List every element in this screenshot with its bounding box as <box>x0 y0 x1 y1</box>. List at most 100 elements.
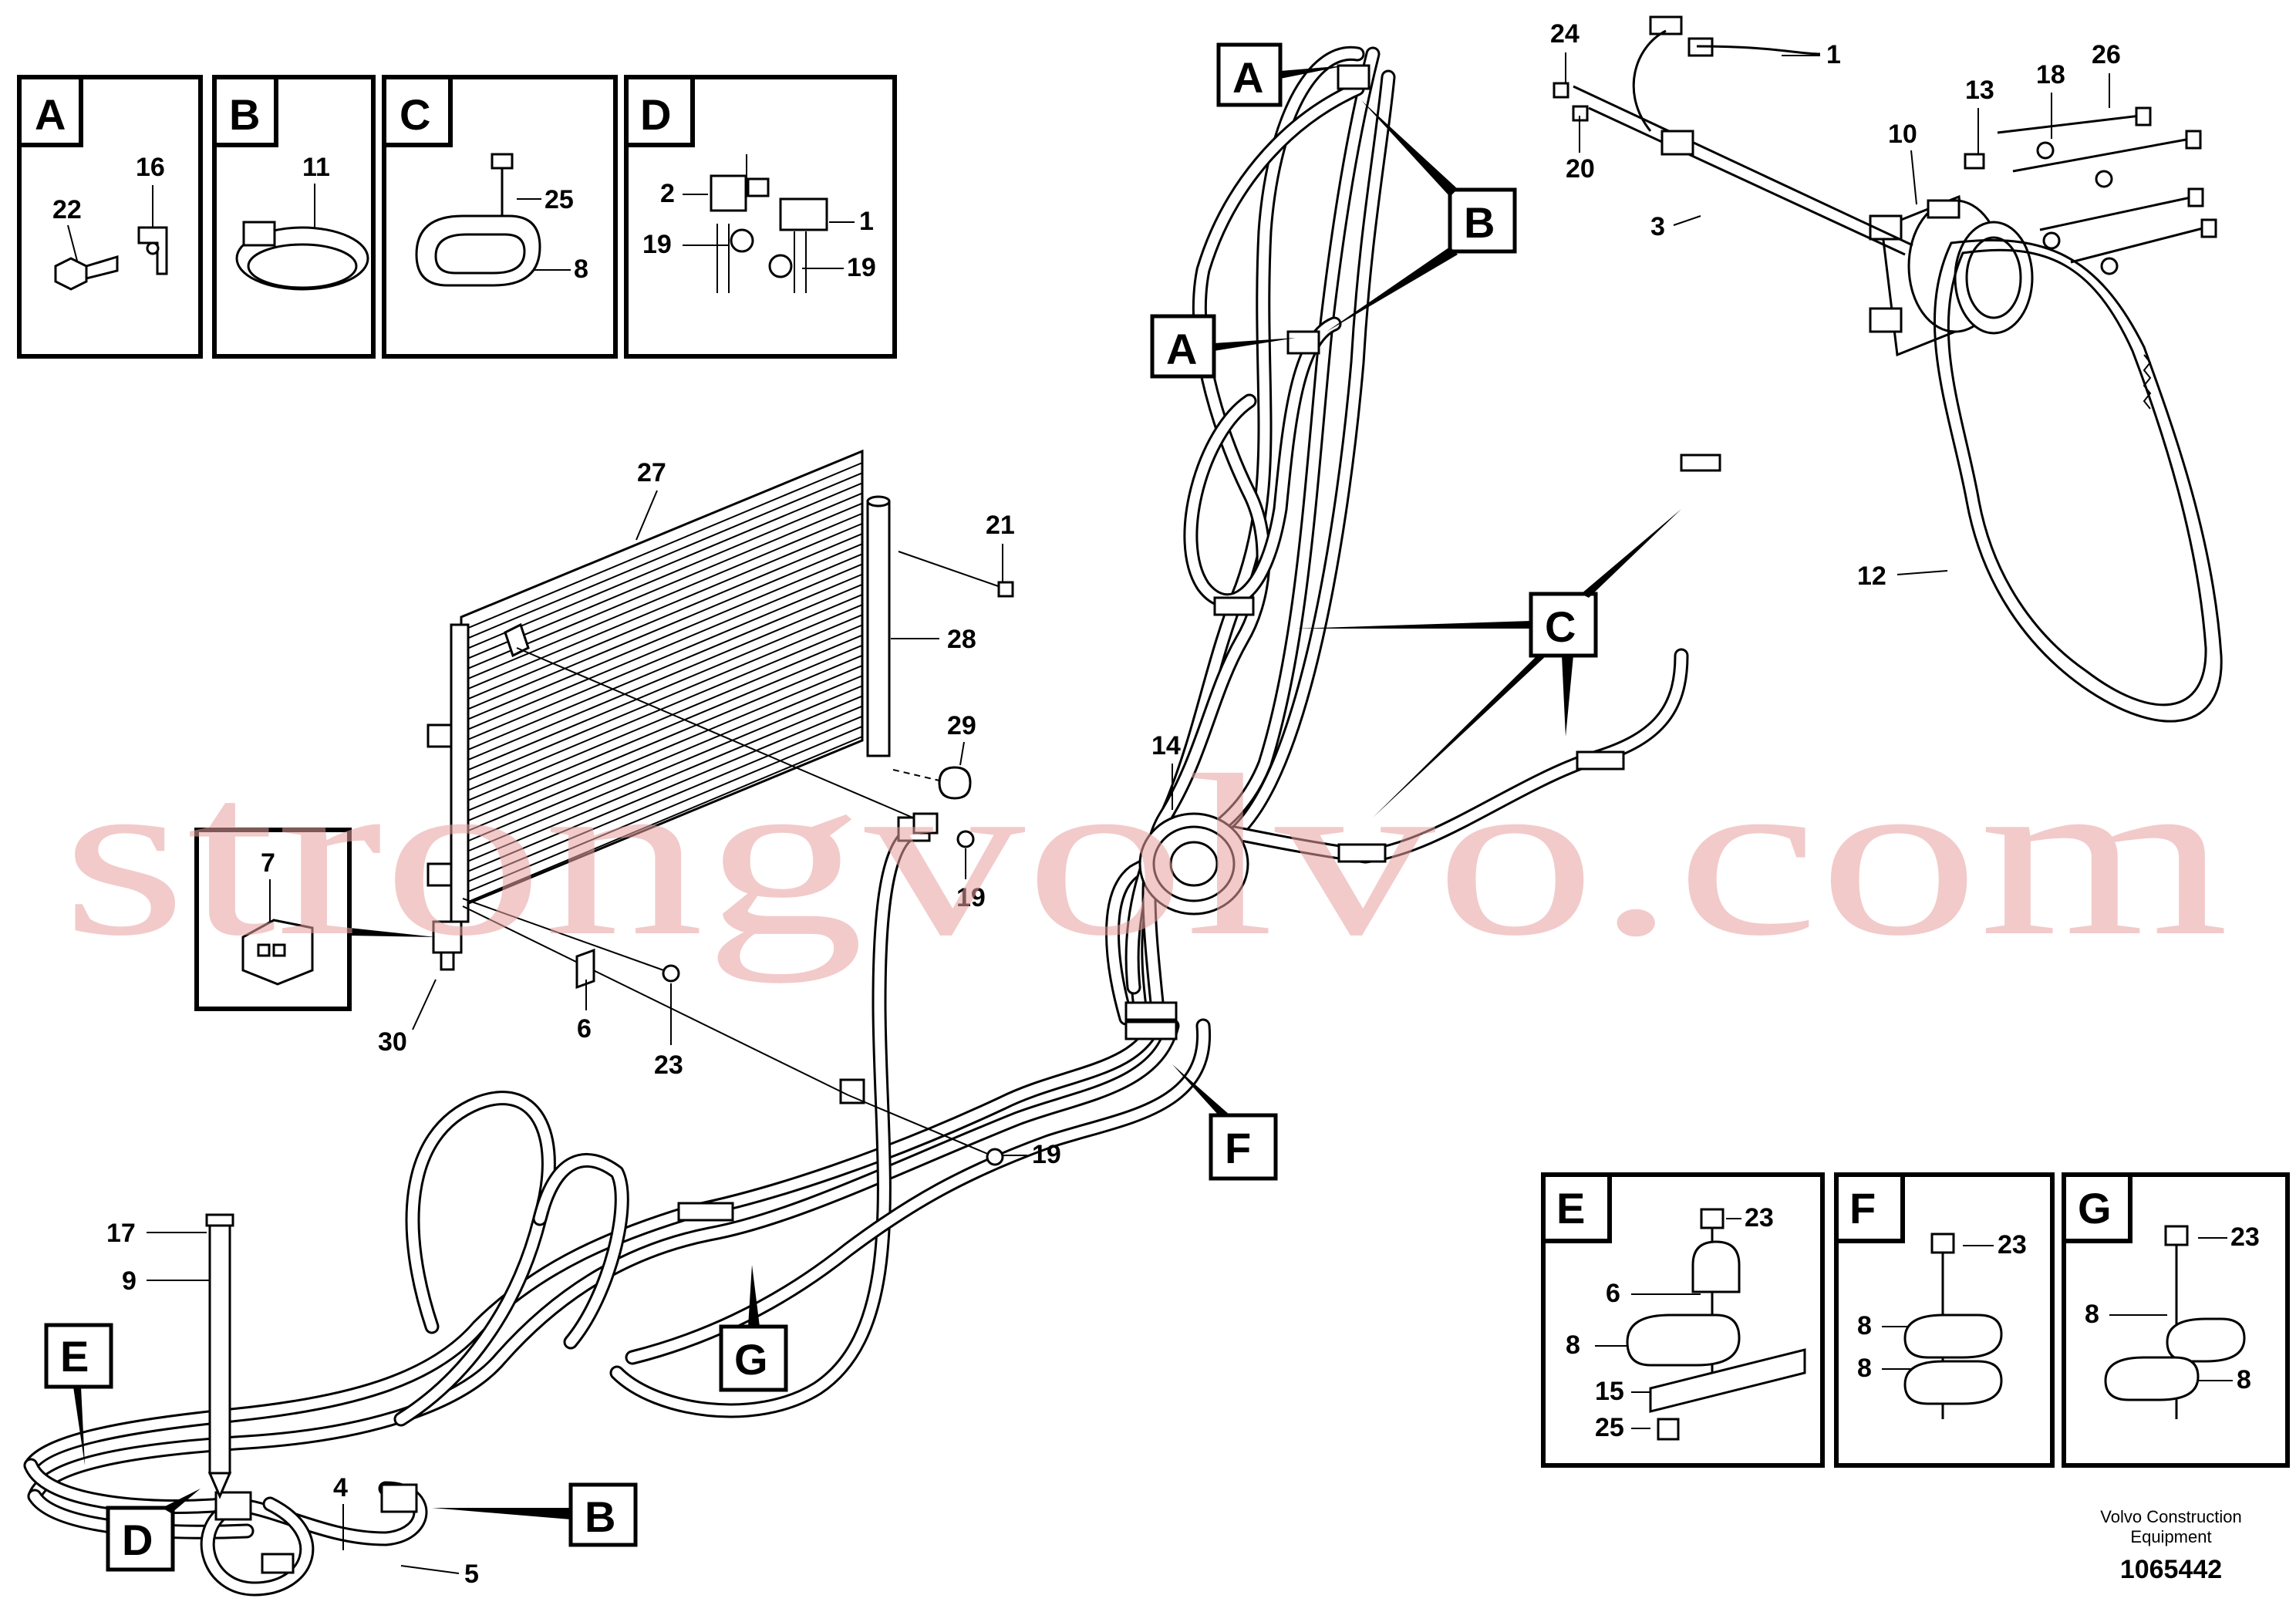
part-label-17: 17 <box>106 1219 136 1248</box>
detail-letter-e: E <box>1556 1184 1585 1233</box>
part-label-23: 23 <box>654 1050 683 1080</box>
callout-letter-c: C <box>1545 602 1576 651</box>
part-label-30: 30 <box>378 1027 407 1057</box>
callout-d: D <box>106 1489 201 1572</box>
fitting-1-icon <box>779 197 828 231</box>
drive-belt-12 <box>1933 238 2223 723</box>
label-8: 8 <box>574 255 588 284</box>
o-ring-29-icon <box>938 766 972 800</box>
watermark: strongvolvo.com <box>62 727 2229 984</box>
bolts-compressor <box>1553 82 2217 275</box>
part-number-labels: 1 3 4 5 6 7 9 10 12 13 14 17 18 19 19 19… <box>106 19 2121 1589</box>
fitting-2-icon <box>710 174 747 212</box>
bolt-22-icon <box>54 257 88 291</box>
part-label-26: 26 <box>2092 40 2121 69</box>
label-25: 25 <box>544 185 574 214</box>
part-label-18: 18 <box>2036 60 2065 89</box>
label-11: 11 <box>302 153 330 182</box>
label-e-15: 15 <box>1595 1377 1624 1406</box>
detail-view-f: F 23 8 8 <box>1834 1172 2055 1468</box>
part-label-3: 3 <box>1650 212 1665 241</box>
detail-letter-g: G <box>2078 1184 2112 1233</box>
footer-company-line2: Equipment <box>2130 1527 2211 1546</box>
callout-letter-e: E <box>60 1332 89 1381</box>
callout-g: G <box>719 1265 788 1392</box>
callout-c: C <box>1296 509 1681 818</box>
label-19b: 19 <box>847 253 876 282</box>
part-label-29: 29 <box>947 711 976 740</box>
label-e-6: 6 <box>1606 1279 1620 1308</box>
part-label-13: 13 <box>1965 76 1994 105</box>
detail-letter-b: B <box>229 90 260 139</box>
callout-a-mid: A <box>1150 314 1296 379</box>
pressure-switch-30 <box>432 920 463 971</box>
part-label-19-b: 19 <box>1032 1140 1061 1169</box>
part-label-21: 21 <box>986 511 1015 540</box>
part-label-7: 7 <box>261 848 275 878</box>
part-label-1: 1 <box>1826 40 1841 69</box>
label-g-8b: 8 <box>2237 1365 2251 1394</box>
part-label-20: 20 <box>1566 154 1595 184</box>
label-22: 22 <box>52 195 82 224</box>
label-g-23: 23 <box>2230 1222 2260 1252</box>
upper-fittings <box>1632 15 1821 156</box>
document-number: 1065442 <box>2120 1555 2222 1584</box>
label-e-25: 25 <box>1595 1413 1624 1442</box>
label-1: 1 <box>859 207 874 236</box>
part-label-12: 12 <box>1857 561 1886 591</box>
detail-view-b: B 11 <box>212 75 376 359</box>
callout-letter-a1: A <box>1232 53 1263 102</box>
footer: Volvo Construction Equipment 1065442 <box>2100 1507 2241 1584</box>
label-f-8a: 8 <box>1857 1311 1872 1340</box>
tube-9 <box>205 1213 234 1499</box>
detail-view-e: E 23 6 8 15 25 <box>1541 1172 1825 1468</box>
part-label-28: 28 <box>947 625 976 654</box>
label-f-23: 23 <box>1998 1230 2027 1259</box>
part-label-10: 10 <box>1888 120 1917 149</box>
part-label-19-a: 19 <box>956 883 986 912</box>
part-label-14: 14 <box>1151 731 1181 760</box>
detail-view-7 <box>194 828 352 1011</box>
part-label-4: 4 <box>333 1473 348 1502</box>
label-e-23: 23 <box>1745 1203 1774 1233</box>
callout-b-bottom: B <box>432 1482 638 1547</box>
detail-view-g: G 23 8 8 <box>2062 1172 2290 1468</box>
detail-letter-d: D <box>640 90 671 139</box>
detail-letter-f: F <box>1849 1184 1876 1233</box>
grommet-14 <box>1138 812 1249 916</box>
callout-letter-g: G <box>734 1335 768 1384</box>
part-label-6: 6 <box>577 1014 592 1044</box>
callout-letter-a2: A <box>1166 325 1197 373</box>
part-label-27: 27 <box>637 458 666 487</box>
label-e-8: 8 <box>1566 1330 1580 1360</box>
lower-fittings <box>214 1483 418 1574</box>
detail-view-a: A 22 16 <box>17 75 203 359</box>
condenser-27 <box>426 449 891 923</box>
callout-letter-d: D <box>122 1516 153 1564</box>
label-g-8a: 8 <box>2085 1300 2099 1329</box>
detail-view-c: C 25 8 <box>382 75 618 359</box>
detail-view-d: D 2 1 19 19 <box>624 75 897 359</box>
callout-a-top: A <box>1216 42 1346 107</box>
callout-f: F <box>1172 1064 1278 1181</box>
callout-e: E <box>44 1323 113 1465</box>
bracket-16-icon <box>137 226 168 275</box>
callout-letter-b2: B <box>585 1492 615 1541</box>
part-label-24: 24 <box>1550 19 1580 49</box>
part-label-9: 9 <box>122 1266 137 1296</box>
receiver-drier-28 <box>866 500 891 757</box>
compressor-10 <box>1869 194 2034 357</box>
label-2: 2 <box>660 179 675 208</box>
bolt-25-icon <box>491 153 514 170</box>
label-f-8b: 8 <box>1857 1354 1872 1383</box>
callout-letter-b1: B <box>1464 198 1495 247</box>
fasteners-condenser <box>462 551 1014 1166</box>
callout-b-top: B <box>1327 100 1517 332</box>
hose-clips <box>677 64 1721 1222</box>
part-label-5: 5 <box>464 1560 479 1589</box>
footer-company-line1: Volvo Construction <box>2100 1507 2241 1526</box>
label-16: 16 <box>136 153 165 182</box>
label-19a: 19 <box>642 230 672 259</box>
detail-letter-c: C <box>400 90 430 139</box>
